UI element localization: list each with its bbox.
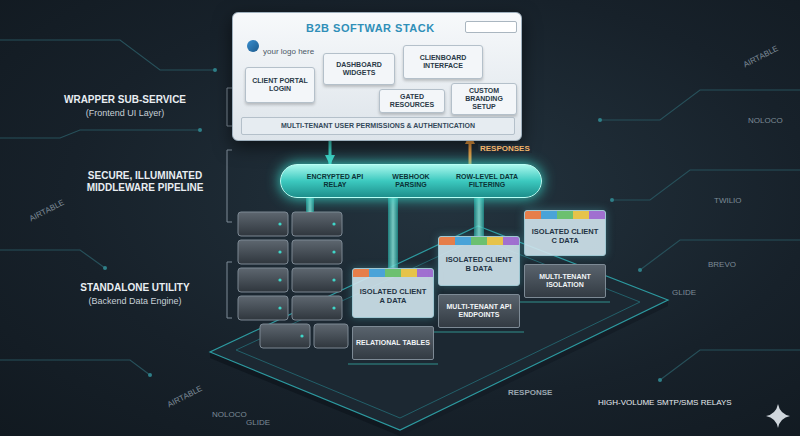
logo-icon: [247, 40, 259, 52]
edge-label: RESPONSES: [478, 144, 532, 154]
annotation-label: NOLOCO: [212, 410, 247, 420]
dropdown-control: [465, 21, 517, 33]
circuit-lines: [0, 40, 800, 380]
ui-tile: CLIENBOARD INTERFACE: [403, 45, 483, 79]
annotation-label: WRAPPER SUB-SERVICE: [30, 94, 220, 106]
box-label: CLIENBOARD INTERFACE: [407, 54, 479, 70]
pipe-label: WEBHOOK PARSING: [373, 173, 449, 189]
stack-base: RELATIONAL TABLES: [352, 326, 434, 360]
annotation-label: AIRTABLE: [166, 384, 204, 410]
logo-text: your logo here: [263, 47, 314, 56]
ui-tile: CLIENT PORTAL LOGIN: [245, 67, 315, 103]
box-label: GATED RESOURCES: [383, 93, 441, 109]
annotation-label: STANDALONE UTILITY: [50, 282, 220, 294]
annotation-label: (Backend Data Engine): [50, 296, 220, 307]
annotation-label: GLIDE: [672, 288, 696, 298]
box-label: MULTI-TENANT ISOLATION: [528, 273, 602, 289]
box-label: ISOLATED CLIENT B DATA: [443, 256, 515, 273]
stack-base: MULTI-TENANT API ENDPOINTS: [438, 294, 520, 328]
sparkle-icon: [766, 404, 790, 428]
annotation-label: RESPONSE: [508, 388, 552, 398]
ui-tile: DASHBOARD WIDGETS: [323, 53, 395, 85]
annotation-label: (Frontend UI Layer): [30, 108, 220, 119]
box-label: ISOLATED CLIENT A DATA: [357, 288, 429, 305]
pipe-label: ROW-LEVEL DATA FILTERING: [449, 173, 525, 189]
data-stack: ISOLATED CLIENT A DATA: [352, 268, 434, 318]
pipe-label: ENCRYPTED API RELAY: [297, 173, 373, 189]
annotation-label: HIGH-VOLUME SMTP/SMS RELAYS: [598, 398, 732, 408]
box-label: CLIENT PORTAL LOGIN: [249, 77, 311, 93]
box-label: ISOLATED CLIENT C DATA: [529, 228, 601, 245]
box-label: MULTI-TENANT USER PERMISSIONS & AUTHENTI…: [281, 122, 475, 130]
server-stack: [238, 212, 348, 348]
annotation-label: GLIDE: [246, 418, 270, 428]
annotation-label: BREVO: [708, 260, 736, 270]
annotation-label: AIRTABLE: [28, 198, 66, 224]
server-leds: [278, 222, 335, 337]
box-label: DASHBOARD WIDGETS: [327, 61, 391, 77]
diagram-title: B2B SOFTWAR STACK: [306, 22, 435, 35]
data-stack: ISOLATED CLIENT C DATA: [524, 210, 606, 256]
ui-tile: CUSTOM BRANDING SETUP: [451, 83, 517, 115]
middleware-pipe: ENCRYPTED API RELAYWEBHOOK PARSINGROW-LE…: [280, 164, 542, 198]
box-label: MULTI-TENANT API ENDPOINTS: [442, 303, 516, 319]
annotation-label: NOLOCO: [748, 116, 783, 126]
data-stack: ISOLATED CLIENT B DATA: [438, 236, 520, 286]
annotation-label: SECURE, ILLUMINATED MIDDLEWARE PIPELINE: [70, 170, 220, 194]
stack-base: MULTI-TENANT ISOLATION: [524, 264, 606, 298]
ui-tile: GATED RESOURCES: [379, 89, 445, 113]
box-label: RELATIONAL TABLES: [356, 339, 430, 347]
box-label: CUSTOM BRANDING SETUP: [455, 87, 513, 111]
annotation-label: AIRTABLE: [742, 44, 780, 70]
auth-band: MULTI-TENANT USER PERMISSIONS & AUTHENTI…: [241, 117, 515, 135]
annotation-label: TWILIO: [714, 196, 742, 206]
